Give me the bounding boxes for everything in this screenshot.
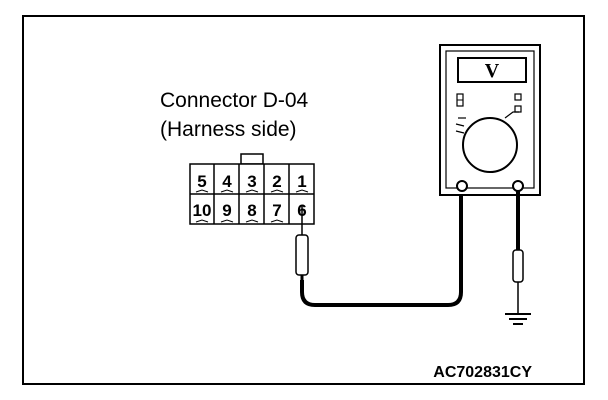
- meter-button-icon: [514, 93, 522, 101]
- pin-9: 9: [222, 201, 231, 220]
- connector-lock-tab: [240, 153, 264, 165]
- test-lead-positive: [300, 190, 463, 307]
- probe-positive: [295, 206, 309, 280]
- meter-jack-positive: [456, 180, 468, 192]
- connector-subtitle: (Harness side): [160, 118, 297, 141]
- probe-handle: [295, 234, 309, 276]
- pin-1: 1: [297, 172, 306, 191]
- connector-d04: 5 4 3 2 1 10 9 8 7 6: [189, 153, 315, 225]
- meter-jack-com: [512, 180, 524, 192]
- connector-title: Connector D-04: [160, 89, 309, 112]
- pin-2: 2: [272, 172, 281, 191]
- pin-4: 4: [222, 172, 232, 191]
- frame-border: [22, 15, 585, 385]
- meter-display: [457, 57, 527, 83]
- pin-5: 5: [197, 172, 206, 191]
- multimeter: V: [439, 44, 541, 196]
- meter-dial-knob: [462, 117, 518, 173]
- ground-probe-handle: [512, 249, 524, 283]
- pin-7: 7: [272, 201, 281, 220]
- test-lead-ground: [512, 190, 524, 313]
- pin-3: 3: [247, 172, 256, 191]
- meter-display-value: V: [485, 60, 500, 82]
- figure-code: AC702831CY: [433, 364, 532, 381]
- pin-8: 8: [247, 201, 256, 220]
- ground-icon: [505, 313, 531, 325]
- pin-10: 10: [193, 201, 212, 220]
